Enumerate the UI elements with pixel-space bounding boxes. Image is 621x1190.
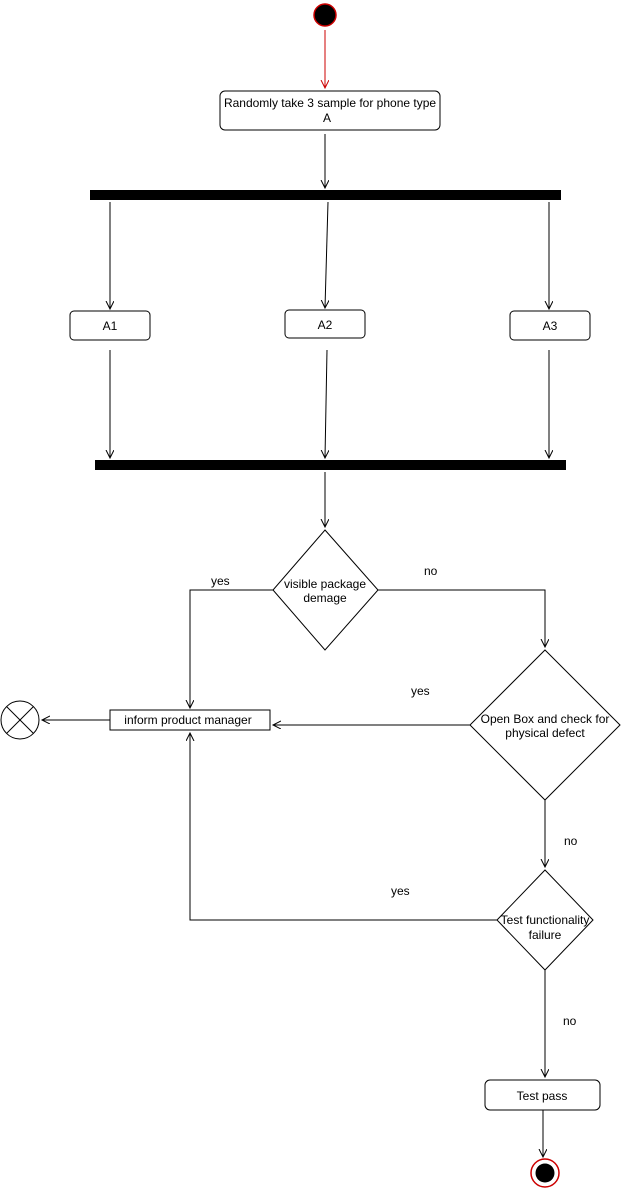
edge-fork-to-a2 — [325, 201, 328, 308]
edge-functionality-yes — [190, 733, 497, 921]
label-package-yes: yes — [211, 574, 230, 588]
end-node — [530, 1158, 560, 1188]
edge-package-yes — [190, 589, 273, 708]
a3-label: A3 — [543, 319, 558, 333]
a3-action — [509, 310, 591, 341]
edge-a2-to-join — [325, 349, 327, 458]
label-functionality-no: no — [563, 1014, 577, 1028]
sample-action — [219, 90, 441, 131]
openbox-decision-line2: physical defect — [505, 726, 585, 740]
join-bar — [95, 460, 566, 470]
a1-label: A1 — [103, 319, 118, 333]
a1-action — [69, 310, 151, 341]
label-openbox-no: no — [564, 834, 578, 848]
functionality-decision-line2: failure — [529, 928, 562, 942]
package-decision-line1: visible package — [284, 577, 366, 591]
edge-package-no — [378, 589, 545, 647]
sample-action-line2: A — [323, 111, 331, 125]
test-pass-label: Test pass — [517, 1089, 568, 1103]
sample-action-line1: Randomly take 3 sample for phone type — [224, 96, 436, 110]
inform-action-label: inform product manager — [124, 713, 251, 727]
package-decision — [272, 529, 379, 651]
flow-final-node — [0, 700, 40, 740]
label-functionality-yes: yes — [391, 884, 410, 898]
fork-bar — [90, 190, 561, 200]
label-openbox-yes: yes — [411, 684, 430, 698]
start-node — [313, 3, 337, 27]
a2-action — [284, 309, 366, 339]
a2-label: A2 — [318, 318, 333, 332]
label-package-no: no — [424, 564, 438, 578]
functionality-decision-line1: Test functionality — [501, 913, 590, 927]
openbox-decision-line1: Open Box and check for — [481, 712, 610, 726]
package-decision-line2: demage — [303, 591, 347, 605]
